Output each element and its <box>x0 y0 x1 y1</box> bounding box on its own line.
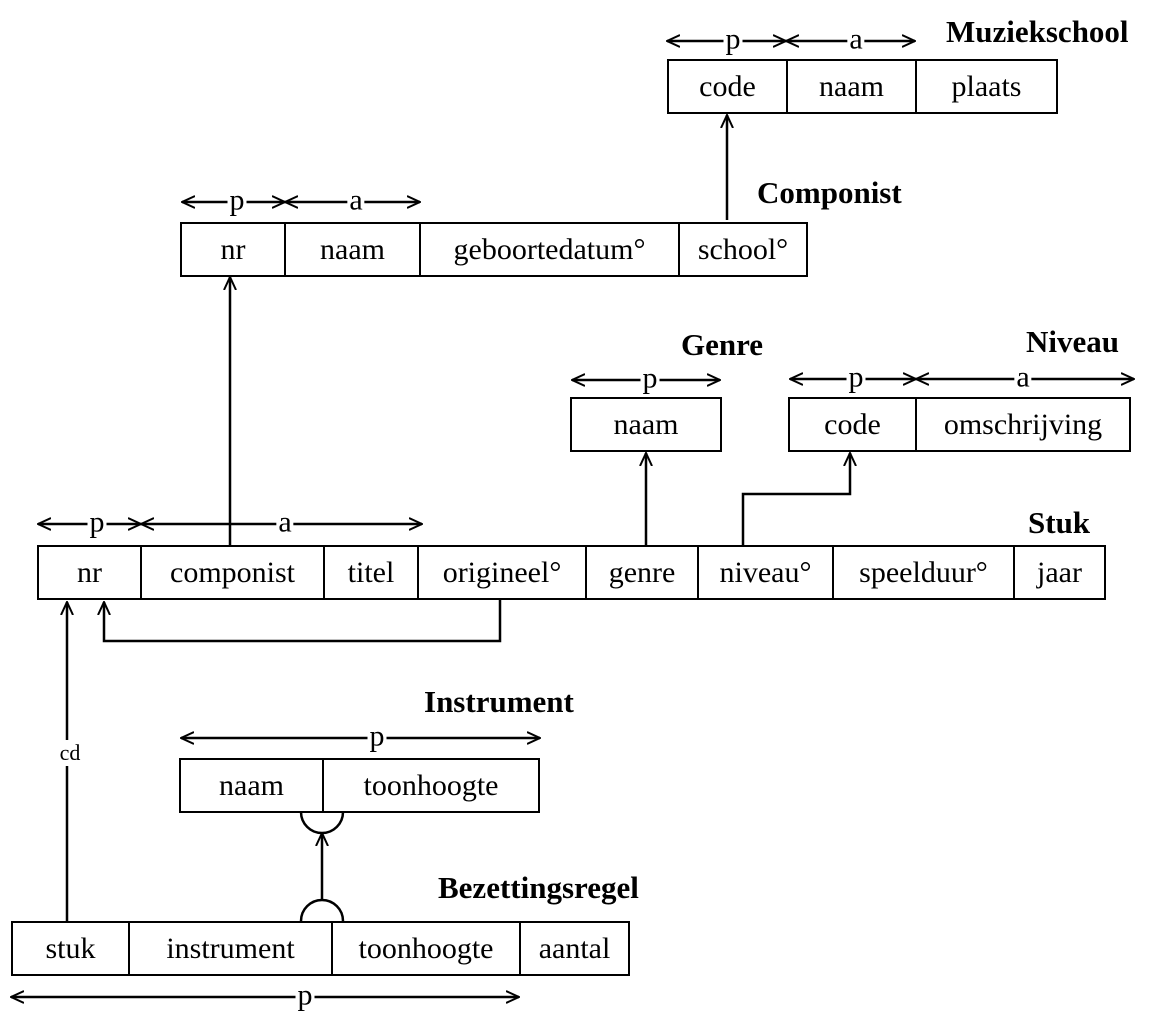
componist-col-school: school° <box>697 232 789 266</box>
stuk-col-titel: titel <box>325 547 419 598</box>
componist-p-label: p <box>227 183 247 217</box>
componist-title: Componist <box>757 175 902 210</box>
niveau-col-code: code <box>790 399 917 450</box>
genre-col-naam: naam <box>613 407 679 441</box>
niveau-table: code omschrijving <box>788 397 1131 452</box>
muziekschool-col-code: code <box>669 61 788 112</box>
niveau-col-omschrijving: omschrijving <box>943 407 1103 441</box>
niveau-a-label: a <box>1014 360 1032 394</box>
bezettingsregel-composite-arc <box>299 898 345 922</box>
muziekschool-table: code naam plaats <box>667 59 1058 114</box>
stuk-title: Stuk <box>1028 505 1091 540</box>
stuk-col-jaar: jaar <box>1037 555 1082 589</box>
niveau-p-label: p <box>846 360 866 394</box>
bezettingsregel-p-label: p <box>295 978 315 1012</box>
bezettingsregel-title: Bezettingsregel <box>438 870 639 905</box>
fk-stuk-niveau <box>741 453 850 545</box>
muziekschool-p-label: p <box>723 22 743 56</box>
stuk-a-label: a <box>276 505 294 539</box>
genre-title: Genre <box>681 327 764 362</box>
bezettingsregel-col-aantal: aantal <box>538 931 611 965</box>
genre-p-label: p <box>640 361 660 395</box>
genre-table: naam <box>570 397 722 452</box>
stuk-table: nr componist titel origineel° genre nive… <box>37 545 1106 600</box>
instrument-composite-arc <box>299 811 345 835</box>
componist-col-nr: nr <box>182 224 286 275</box>
bezettingsregel-col-toonhoogte: toonhoogte <box>333 923 521 974</box>
muziekschool-col-plaats: plaats <box>951 69 1022 103</box>
fk-stuk-origineel <box>104 600 502 643</box>
stuk-col-speelduur: speelduur° <box>834 547 1015 598</box>
instrument-p-label: p <box>367 719 387 753</box>
niveau-title: Niveau <box>1026 324 1119 359</box>
bezettingsregel-col-instrument: instrument <box>130 923 333 974</box>
componist-col-geboortedatum: geboortedatum° <box>421 224 680 275</box>
bezettingsregel-table: stuk instrument toonhoogte aantal <box>11 921 630 976</box>
instrument-title: Instrument <box>424 684 574 719</box>
instrument-col-naam: naam <box>181 760 324 811</box>
instrument-table: naam toonhoogte <box>179 758 540 813</box>
stuk-col-origineel: origineel° <box>419 547 587 598</box>
muziekschool-title: Muziekschool <box>946 14 1129 49</box>
stuk-col-genre: genre <box>587 547 699 598</box>
componist-a-label: a <box>347 183 365 217</box>
bezettingsregel-col-stuk: stuk <box>13 923 130 974</box>
stuk-p-label: p <box>87 505 107 539</box>
stuk-col-componist: componist <box>142 547 325 598</box>
stuk-col-nr: nr <box>39 547 142 598</box>
cascade-delete-label: cd <box>58 740 82 766</box>
muziekschool-col-naam: naam <box>788 61 917 112</box>
componist-table: nr naam geboortedatum° school° <box>180 222 808 277</box>
muziekschool-a-label: a <box>847 22 865 56</box>
componist-col-naam: naam <box>286 224 421 275</box>
stuk-col-niveau: niveau° <box>699 547 834 598</box>
instrument-col-toonhoogte: toonhoogte <box>363 768 499 802</box>
